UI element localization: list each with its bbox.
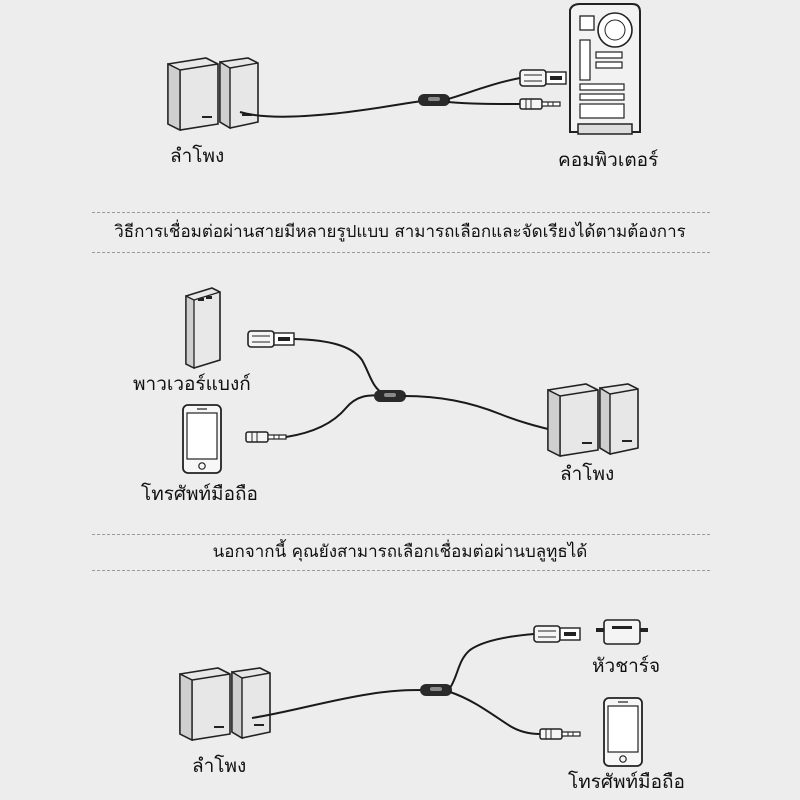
inline-switch-icon [374, 390, 406, 402]
audio-jack-icon [519, 98, 561, 110]
usb-plug-icon [247, 330, 295, 348]
audio-jack-icon [539, 728, 581, 740]
divider [92, 212, 710, 213]
charger-label: หัวชาร์จ [592, 655, 661, 677]
power-bank-icon [185, 287, 221, 370]
speaker-label: ลำโพง [560, 463, 615, 485]
speaker-label: ลำโพง [192, 755, 247, 777]
phone-label: โทรศัพท์มือถือ [568, 771, 685, 793]
audio-jack-icon [245, 431, 287, 443]
caption-wired-options: วิธีการเชื่อมต่อผ่านสายมีหลายรูปแบบ สามา… [114, 222, 686, 242]
caption-bluetooth: นอกจากนี้ คุณยังสามารถเลือกเชื่อมต่อผ่าน… [212, 542, 588, 562]
inline-switch-icon [420, 684, 452, 696]
divider [92, 252, 710, 253]
divider [92, 534, 710, 535]
usb-plug-icon [533, 625, 581, 643]
computer-label: คอมพิวเตอร์ [558, 149, 659, 171]
smartphone-icon [603, 697, 643, 767]
speaker-pair-icon [547, 383, 639, 457]
speaker-pair-icon [167, 57, 259, 131]
usb-plug-icon [519, 69, 567, 87]
speaker-pair-icon [179, 667, 271, 741]
powerbank-label: พาวเวอร์แบงก์ [133, 373, 251, 395]
computer-tower-icon [569, 3, 641, 135]
divider [92, 570, 710, 571]
smartphone-icon [182, 404, 222, 474]
speaker-label: ลำโพง [170, 145, 225, 167]
phone-label: โทรศัพท์มือถือ [141, 483, 258, 505]
inline-switch-icon [418, 94, 450, 106]
usb-charger-icon [596, 619, 648, 645]
